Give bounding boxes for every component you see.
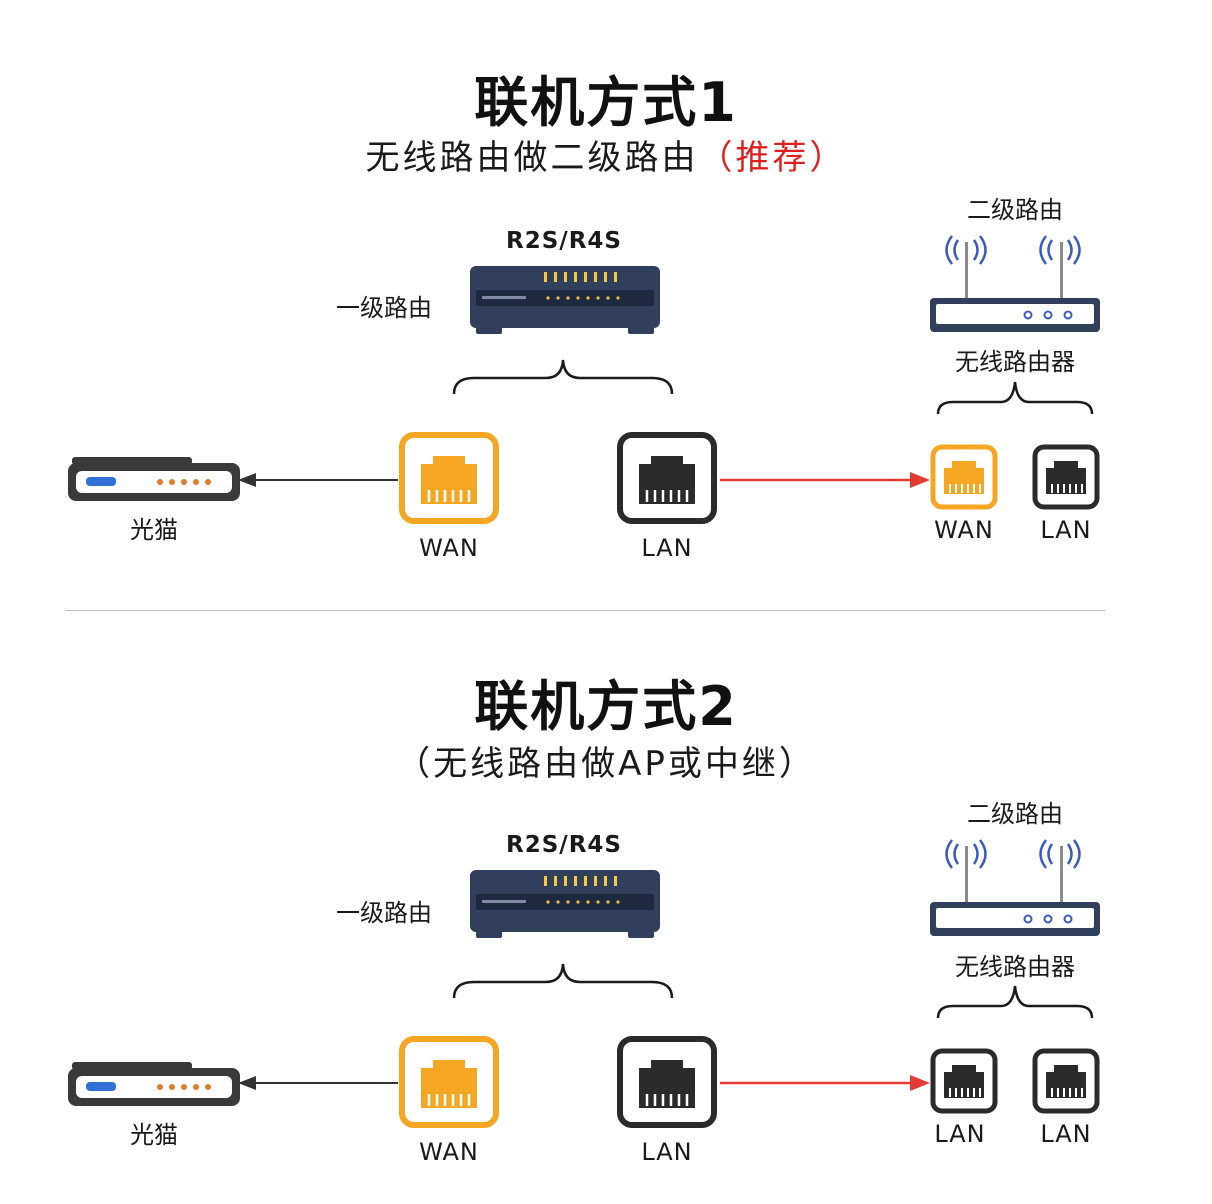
arrow-to-modem	[238, 473, 398, 487]
router-icon	[470, 870, 660, 938]
primary-router-label: 一级路由	[336, 899, 432, 927]
ethernet-port-icon	[399, 432, 499, 524]
subtitle-text: （无线路由做AP或中继）	[396, 744, 816, 784]
port-label: WAN	[934, 516, 994, 544]
section-subtitle: （无线路由做AP或中继）	[0, 736, 1212, 785]
secondary-router-heading: 二级路由	[967, 196, 1063, 224]
secondary-router-label: 无线路由器	[955, 348, 1075, 376]
brace-icon	[936, 381, 1094, 415]
arrow-to-secondary	[720, 1075, 930, 1091]
port-label: LAN	[1040, 1120, 1092, 1148]
port-label: LAN	[641, 1138, 693, 1166]
section-title: 联机方式1	[474, 71, 738, 134]
ethernet-port-icon	[399, 1036, 499, 1128]
ethernet-port-icon	[1032, 444, 1100, 510]
port-label: LAN	[641, 534, 693, 562]
wifi-signal-icon	[945, 839, 1081, 869]
wifi-signal-icon	[945, 235, 1081, 265]
ethernet-port-icon	[930, 1048, 998, 1114]
modem-label: 光猫	[130, 1121, 178, 1149]
primary-router-model: R2S/R4S	[506, 228, 622, 254]
section-title: 联机方式2	[474, 675, 738, 738]
ethernet-port-icon	[930, 444, 998, 510]
primary-router-label: 一级路由	[336, 294, 432, 322]
modem-icon	[68, 1062, 240, 1106]
secondary-router-heading: 二级路由	[967, 800, 1063, 828]
port-label: WAN	[419, 534, 479, 562]
arrow-to-secondary	[720, 472, 930, 488]
section-divider	[65, 610, 1105, 611]
subtitle-text: 无线路由做二级路由	[365, 138, 699, 178]
ethernet-port-icon	[617, 1036, 717, 1128]
router-icon	[470, 266, 660, 334]
modem-label: 光猫	[130, 516, 178, 544]
wifi-router-icon	[930, 235, 1100, 332]
port-label: LAN	[1040, 516, 1092, 544]
port-label: LAN	[934, 1120, 986, 1148]
brace-icon	[936, 985, 1094, 1019]
brace-icon	[452, 359, 674, 395]
ethernet-port-icon	[1032, 1048, 1100, 1114]
port-label: WAN	[419, 1138, 479, 1166]
brace-icon	[452, 963, 674, 999]
wifi-router-icon	[930, 839, 1100, 936]
primary-router-model: R2S/R4S	[506, 832, 622, 858]
section-subtitle: 无线路由做二级路由（推荐）	[0, 130, 1212, 179]
subtitle-highlight: （推荐）	[698, 138, 847, 178]
secondary-router-label: 无线路由器	[955, 953, 1075, 981]
arrow-to-modem	[238, 1076, 398, 1090]
modem-icon	[68, 457, 240, 501]
ethernet-port-icon	[617, 432, 717, 524]
